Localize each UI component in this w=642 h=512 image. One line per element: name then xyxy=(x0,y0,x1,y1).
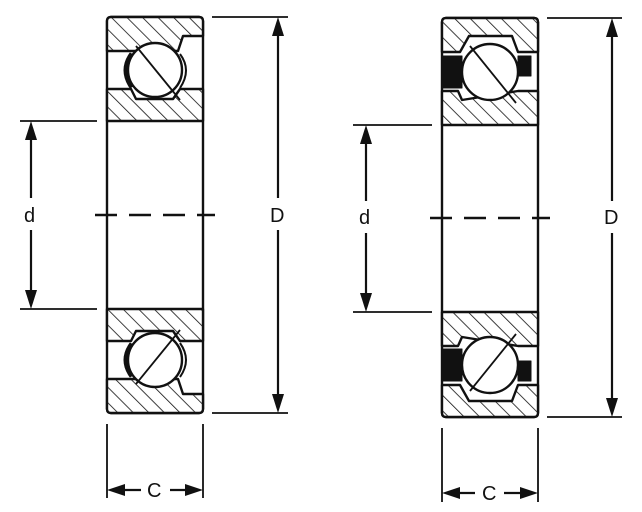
left-lower-inner-ring xyxy=(105,307,205,343)
left-outer-diameter-label: D xyxy=(270,205,284,227)
left-upper-cage-right xyxy=(179,53,187,89)
right-D-arrow-bottom xyxy=(606,398,618,417)
left-D-arrow-bottom xyxy=(272,394,284,413)
left-upper-contact-line xyxy=(135,45,181,101)
left-bore-label: d xyxy=(24,205,35,227)
right-C-arrow-left xyxy=(442,487,460,499)
left-lower-contact-line xyxy=(135,329,181,385)
right-upper-outer-ring xyxy=(440,16,540,54)
right-bore-label: d xyxy=(359,207,370,229)
left-D-arrow-top xyxy=(272,17,284,36)
right-C-arrow-right xyxy=(520,487,538,499)
right-D-arrow-top xyxy=(606,18,618,37)
left-C-arrow-right xyxy=(185,484,203,496)
left-width-label: C xyxy=(147,480,161,502)
left-lower-cage-right xyxy=(179,342,187,378)
right-upper-cage-left xyxy=(442,55,463,89)
left-bearing xyxy=(20,15,288,498)
left-d-arrow-top xyxy=(25,121,37,140)
right-d-arrow-bottom xyxy=(360,293,372,312)
right-lower-contact-line xyxy=(469,333,517,392)
right-bearing xyxy=(353,16,622,502)
right-lower-cage-left xyxy=(442,348,463,382)
left-lower-outer-ring xyxy=(105,377,205,415)
right-upper-cage-right xyxy=(517,55,532,77)
left-upper-inner-ring xyxy=(105,87,205,123)
right-d-arrow-top xyxy=(360,125,372,144)
right-outer-diameter-label: D xyxy=(604,207,618,229)
left-upper-outer-ring xyxy=(105,15,205,53)
left-d-arrow-bottom xyxy=(25,290,37,309)
right-lower-outer-ring xyxy=(440,383,540,419)
right-lower-cage-right xyxy=(517,360,532,382)
right-upper-contact-line xyxy=(469,45,517,104)
right-width-label: C xyxy=(482,483,496,505)
left-C-arrow-left xyxy=(107,484,125,496)
